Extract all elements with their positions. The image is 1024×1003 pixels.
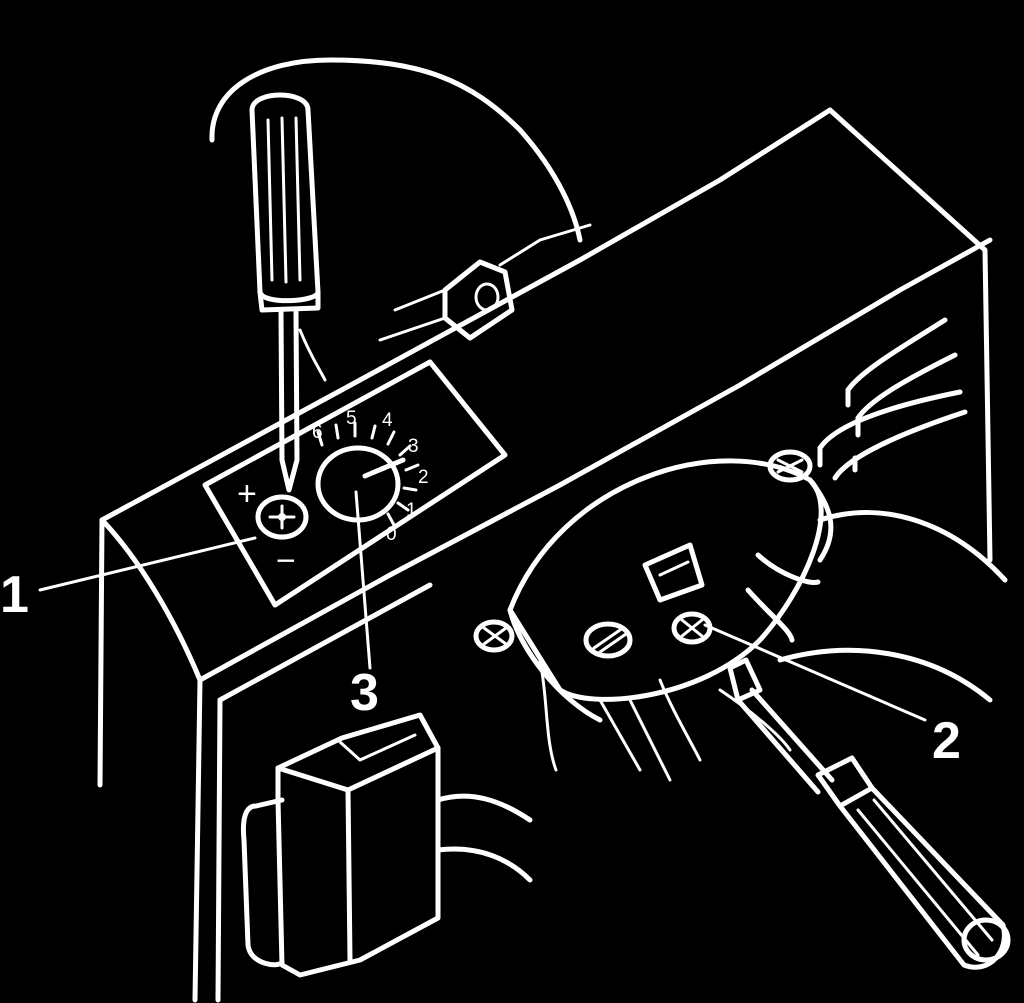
upper-screwdriver [249, 92, 321, 493]
side-cover-plate [507, 458, 834, 723]
adjustment-screw [255, 494, 309, 540]
plug-connector [240, 712, 533, 978]
terminal-block [642, 542, 705, 603]
lower-screwdriver [727, 657, 1011, 970]
callout-1: 1 [0, 566, 29, 624]
minus-sign: − [276, 542, 296, 580]
callout-2-leader [703, 623, 927, 722]
callout-2: 2 [932, 712, 961, 770]
adjustment-plate [202, 359, 508, 608]
handle-inner-line [298, 328, 327, 382]
handle-bracket [378, 259, 515, 342]
machine-handle [209, 57, 583, 243]
side-vents [817, 317, 968, 481]
side-terminal-screw [473, 619, 515, 653]
dial-label-4: 4 [382, 410, 393, 431]
dial-knob [315, 421, 420, 527]
dial-label-6: 6 [312, 422, 323, 443]
cover-mount-screw [767, 449, 813, 483]
machine-body [97, 107, 993, 1003]
dial-label-0: 0 [386, 524, 397, 545]
cover-slotted-hole [583, 621, 633, 659]
plus-sign: + [237, 475, 257, 513]
callout-3-leader [354, 490, 372, 670]
callout-3: 3 [350, 664, 379, 722]
wires [538, 552, 821, 782]
dial-label-2: 2 [418, 467, 429, 488]
dial-label-5: 5 [346, 408, 357, 429]
dial-ticks [316, 421, 420, 527]
dial-label-3: 3 [408, 436, 419, 457]
drive-belt [777, 510, 1008, 703]
dial-label-1: 1 [406, 500, 417, 521]
callout-1-leader [38, 536, 257, 592]
brush-screw [671, 611, 713, 645]
